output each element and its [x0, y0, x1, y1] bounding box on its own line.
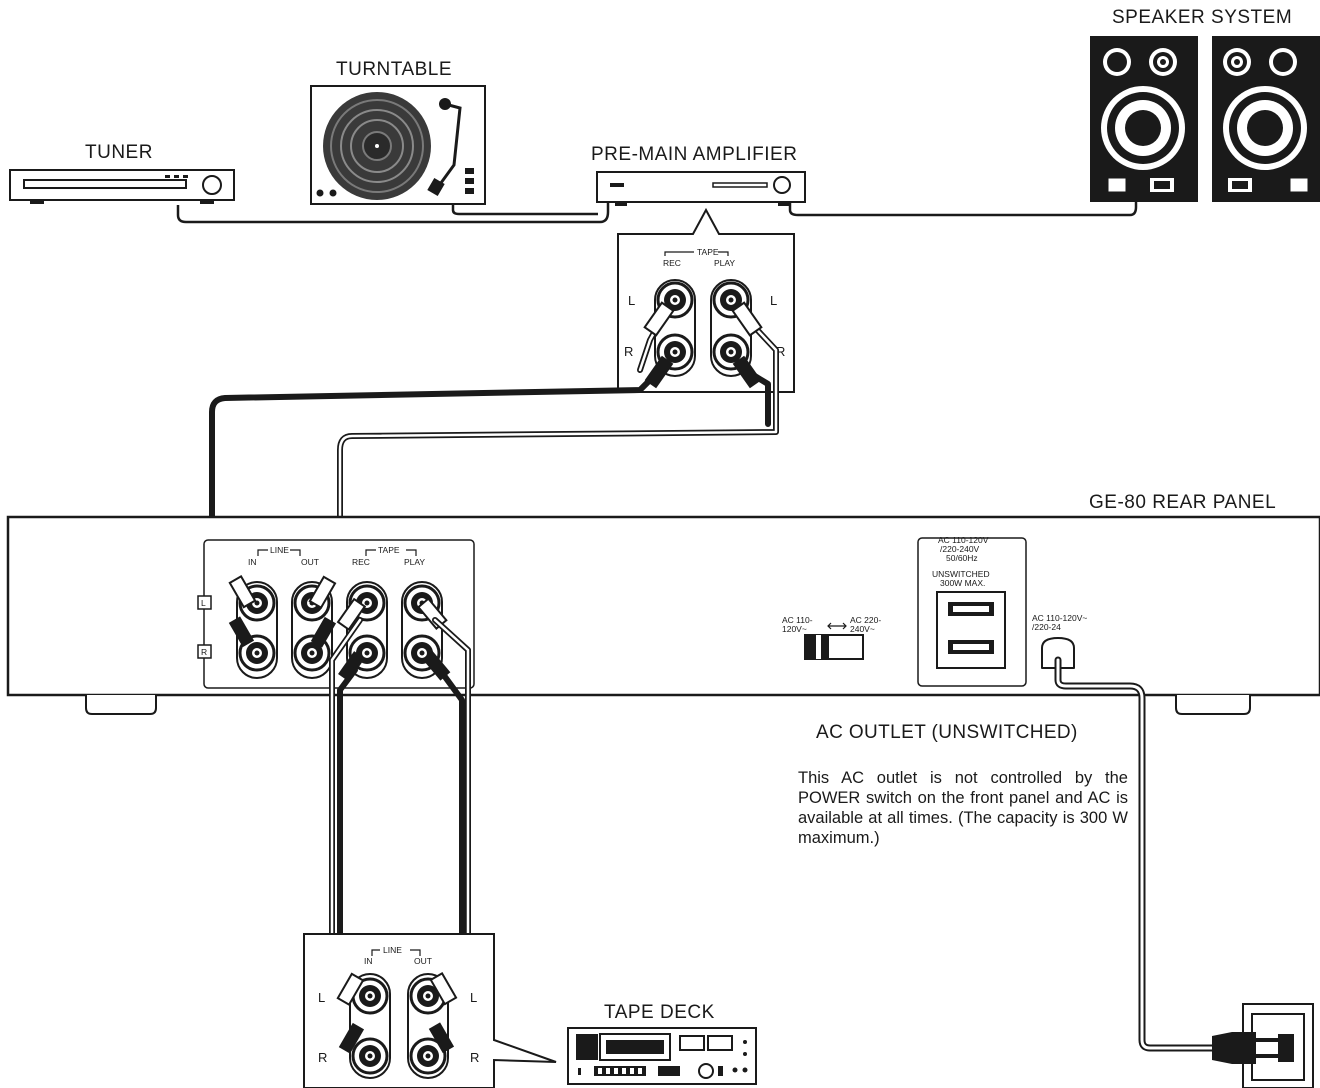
power-cord [1041, 637, 1216, 1052]
voltage-left-1: AC 110- [782, 615, 813, 625]
deck-line-in-r-jack [351, 1037, 389, 1075]
ac-outlet-description: This AC outlet is not controlled by the … [798, 769, 1128, 847]
deck-jack-panel: LINE IN OUT L R L R [303, 933, 557, 1088]
voltage-selector: AC 110- 120V~ AC 220- 240V~ [782, 615, 881, 660]
turntable-device [310, 85, 486, 205]
deck-l-right-label: L [470, 990, 477, 1005]
outlet-spec-2: /220-240V [940, 544, 980, 554]
speaker-left [1090, 36, 1198, 202]
ac-outlet-title: AC OUTLET (UNSWITCHED) [816, 722, 1078, 743]
wall-socket [1212, 1003, 1314, 1088]
voltage-left-2: 120V~ [782, 624, 807, 634]
amp-jack-panel: TAPE REC PLAY L R L R [617, 207, 795, 393]
amp-plugs [643, 301, 763, 389]
turntable-label: TURNTABLE [336, 59, 452, 80]
deck-l-left-label: L [318, 990, 325, 1005]
rear-in-label: IN [248, 557, 257, 567]
deck-in-label: IN [364, 956, 373, 966]
power-cord-spec-2: /220-24 [1032, 622, 1061, 632]
deck-out-label: OUT [414, 956, 432, 966]
tape-deck-device [567, 1027, 757, 1085]
rear-out-label: OUT [301, 557, 319, 567]
tuner-device [9, 169, 235, 204]
pre-main-amplifier-device [596, 171, 806, 206]
voltage-right-1: AC 220- [850, 615, 881, 625]
system-cables [176, 200, 1138, 224]
deck-r-left-label: R [318, 1050, 327, 1065]
amp-tape-label: TAPE [697, 247, 719, 257]
outlet-spec-1: AC 110-120V [938, 535, 989, 545]
deck-line-label: LINE [383, 945, 402, 955]
rear-r-label: R [201, 647, 207, 657]
voltage-right-2: 240V~ [850, 624, 875, 634]
rear-line-label: LINE [270, 545, 289, 555]
amp-l-left-label: L [628, 293, 635, 308]
outlet-spec-3: 50/60Hz [946, 553, 978, 563]
deck-r-right-label: R [470, 1050, 479, 1065]
speaker-right [1212, 36, 1320, 202]
speaker-system-label: SPEAKER SYSTEM [1112, 7, 1292, 28]
outlet-spec-4: UNSWITCHED [932, 569, 990, 579]
rear-panel-label: GE-80 REAR PANEL [1089, 492, 1276, 513]
outlet-spec-5: 300W MAX. [940, 578, 985, 588]
pre-main-amplifier-label: PRE-MAIN AMPLIFIER [591, 144, 797, 165]
rear-l-label: L [201, 598, 206, 608]
power-cord-spec-1: AC 110-120V~ [1032, 613, 1087, 623]
amp-play-label: PLAY [714, 258, 735, 268]
rear-play-label: PLAY [404, 557, 425, 567]
rear-rec-label: REC [352, 557, 370, 567]
amp-rec-label: REC [663, 258, 681, 268]
ac-outlet-box: AC 110-120V /220-240V 50/60Hz UNSWITCHED… [917, 535, 1027, 687]
amp-r-right-label: R [776, 344, 785, 359]
amp-r-left-label: R [624, 344, 633, 359]
amp-to-ge80-cables [209, 315, 779, 633]
tuner-label: TUNER [85, 142, 153, 163]
rear-tape-label: TAPE [378, 545, 400, 555]
tape-deck-label: TAPE DECK [604, 1002, 715, 1023]
amp-l-right-label: L [770, 293, 777, 308]
